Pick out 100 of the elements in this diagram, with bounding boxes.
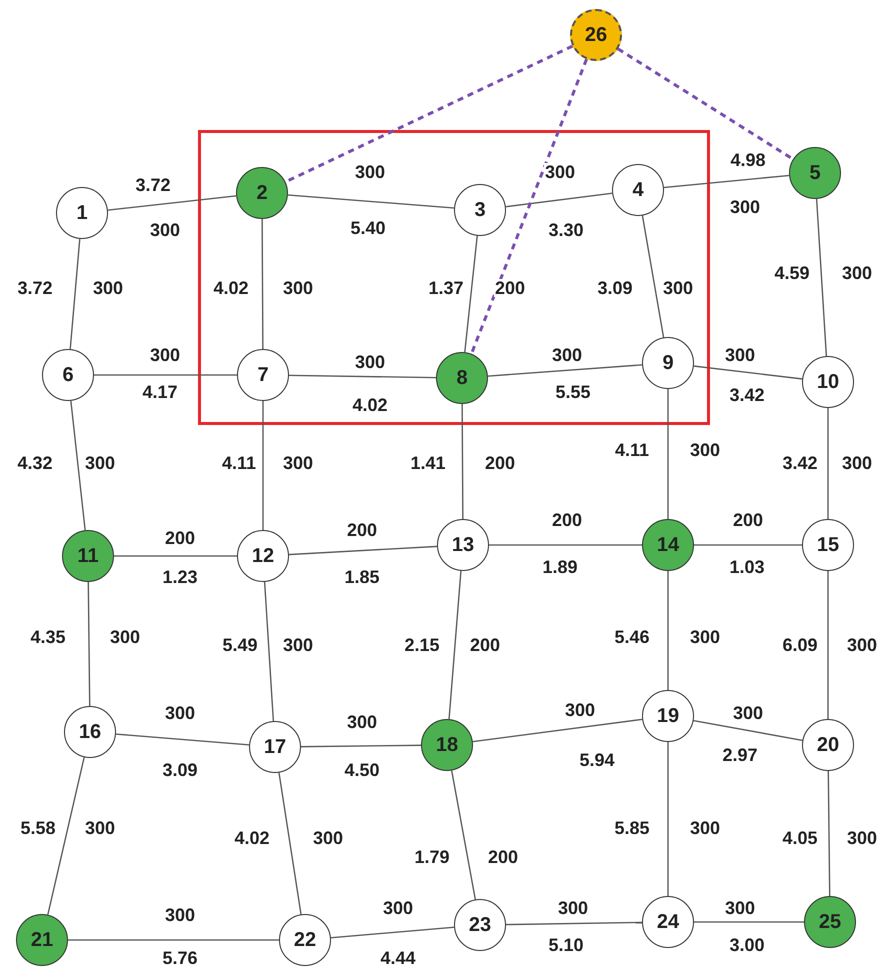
link-line	[288, 374, 436, 378]
edge-label: 4.32	[16, 454, 54, 472]
value-label: 300	[312, 829, 344, 847]
edge-label: 300	[556, 899, 590, 917]
edge-label: 4.98	[729, 151, 767, 169]
link-line	[667, 389, 669, 519]
link-line	[94, 374, 237, 376]
value-label: 4.17	[141, 383, 179, 401]
edge-label: 2.15	[403, 636, 441, 654]
value-label: 1.85	[343, 568, 381, 586]
edge-label: 300	[164, 704, 196, 722]
link-line	[506, 922, 642, 926]
link-line	[264, 582, 274, 722]
value-label: 3.00	[728, 936, 766, 954]
edge-label: 4.59	[773, 264, 811, 282]
link-line	[70, 400, 86, 530]
edge-label: 5.46	[613, 628, 651, 646]
link-line	[667, 742, 669, 896]
edge-label: 300	[346, 713, 378, 731]
dashed-link	[470, 58, 588, 354]
value-label: 300	[846, 636, 878, 654]
edge-label: 4.35	[29, 628, 67, 646]
value-label: 5.10	[547, 936, 585, 954]
value-label: 200	[494, 279, 526, 297]
edge-label: 3.09	[596, 279, 634, 297]
value-label: 300	[840, 264, 874, 282]
edge-label: 4.05	[781, 829, 819, 847]
value-label: 4.02	[351, 396, 389, 414]
link-line	[278, 772, 302, 914]
link-line	[827, 571, 829, 719]
link-line	[693, 720, 803, 741]
edge-label: 200	[346, 521, 378, 539]
link-line	[488, 364, 642, 377]
value-label: 4.50	[343, 761, 381, 779]
value-label: 300	[688, 628, 722, 646]
link-line	[262, 401, 264, 530]
value-label: 300	[728, 198, 762, 216]
value-label: 300	[846, 829, 878, 847]
value-label: 5.55	[554, 383, 592, 401]
value-label: 300	[84, 819, 116, 837]
edge-label: 200	[164, 529, 196, 547]
value-label: 3.30	[547, 221, 585, 239]
edge-label: 300	[354, 163, 386, 181]
link-line	[694, 544, 802, 546]
edge-label: 3.72	[16, 279, 54, 297]
link-line	[68, 939, 279, 941]
edge-label: 6.09	[781, 636, 819, 654]
edge-label: 200	[732, 511, 764, 529]
value-label: 300	[84, 454, 116, 472]
link-line	[288, 194, 454, 209]
edge-label: 300	[148, 346, 182, 364]
value-label: 300	[282, 454, 314, 472]
value-label: 4.44	[379, 949, 417, 967]
link-line	[694, 365, 802, 380]
value-label: 5.40	[349, 219, 387, 237]
edge-label: 4.02	[212, 279, 250, 297]
value-label: 300	[282, 279, 314, 297]
value-label: 300	[108, 628, 142, 646]
link-line	[462, 404, 464, 519]
value-label: 300	[282, 636, 314, 654]
value-label: 2.97	[721, 746, 759, 764]
link-line	[664, 174, 790, 188]
link-line	[816, 198, 828, 356]
edge-label: 3.72	[134, 176, 172, 194]
value-label: 200	[484, 454, 516, 472]
edge-label: 300	[164, 906, 196, 924]
link-line	[288, 546, 438, 556]
value-label: 300	[148, 221, 182, 239]
value-label: 300	[662, 279, 694, 297]
edge-label: 300	[732, 704, 764, 722]
link-line	[506, 192, 612, 208]
link-line	[642, 216, 664, 338]
value-label: 1.23	[161, 568, 199, 586]
link-line	[262, 219, 264, 349]
link-line	[47, 757, 85, 915]
value-label: 1.89	[541, 558, 579, 576]
value-label: 300	[840, 454, 874, 472]
edge-label: 300	[544, 163, 576, 181]
edge-label: 3.42	[781, 454, 819, 472]
edge-label: 200	[550, 511, 584, 529]
value-label: 5.94	[578, 751, 616, 769]
edge-label: 300	[564, 701, 596, 719]
link-line	[472, 718, 642, 742]
edge-label: 5.58	[19, 819, 57, 837]
link-line	[70, 238, 80, 350]
link-line	[451, 770, 476, 900]
value-label: 3.09	[161, 761, 199, 779]
edge-label: 300	[724, 346, 756, 364]
link-line	[448, 570, 462, 720]
link-line	[116, 733, 250, 746]
edge-label: 4.11	[220, 454, 258, 472]
link-line	[88, 582, 90, 706]
value-label: 3.42	[728, 386, 766, 404]
edge-label: 4.11	[614, 441, 650, 459]
link-line	[301, 744, 421, 748]
edge-label: 300	[382, 899, 414, 917]
link-line	[464, 236, 478, 352]
link-line	[114, 555, 237, 557]
link-line	[108, 195, 236, 211]
link-line	[667, 571, 669, 690]
